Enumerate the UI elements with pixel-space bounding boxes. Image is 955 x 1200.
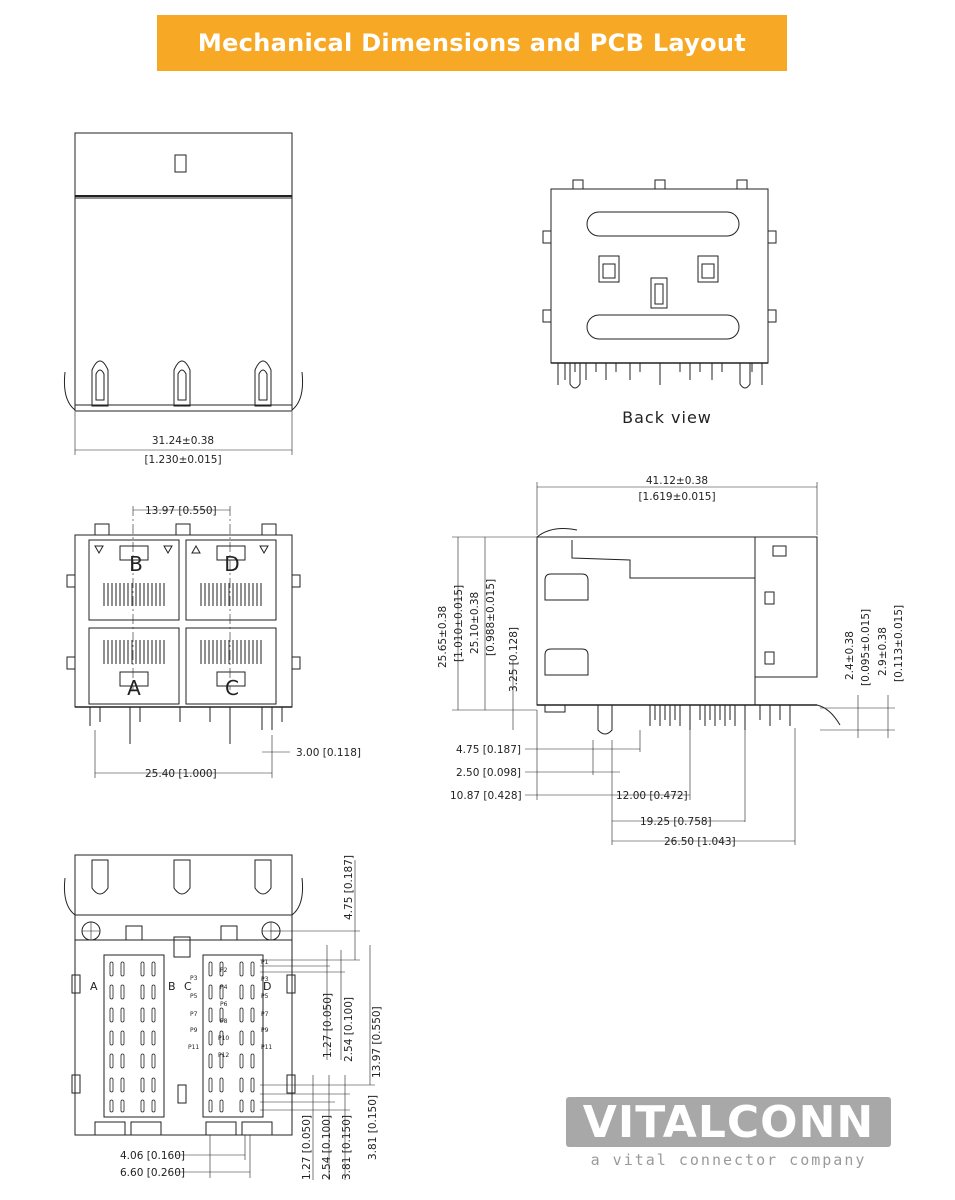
pin-mid-1: P2 [220,967,228,974]
side-tail1-in: [0.095±0.015] [860,609,872,686]
side-height1-in: [1.010±0.015] [453,585,465,662]
pin-mid-6: P12 [218,1052,229,1059]
pcb-bdim-4: 3.81 [0.150] [367,1095,379,1160]
front-pitch: 13.97 [0.550] [145,505,217,517]
pin-left-4: P9 [190,1027,198,1034]
pcb-port-b: B [168,980,176,993]
side-dim-6: 26.50 [1.043] [664,836,736,848]
pcb-vdim-3: 2.54 [0.100] [343,997,355,1062]
side-length-mm: 41.12±0.38 [646,475,708,487]
pcb-vdim-1: 4.75 [0.187] [343,855,355,920]
pin-left-3: P7 [190,1011,198,1018]
front-port-a: A [127,676,141,700]
front-right-offset: 3.00 [0.118] [296,747,361,759]
top-view: 31.24±0.38 [1.230±0.015] [64,132,303,466]
front-port-d: D [224,552,239,576]
back-view: Back view [542,179,777,427]
pin-left-5: P11 [188,1044,199,1051]
pin-mid-3: P6 [220,1001,228,1008]
side-dim-4: 12.00 [0.472] [616,790,688,802]
back-view-caption: Back view [622,408,712,427]
pcb-layout: A B C D P3 P5 P7 P9 P11 P2 P4 P6 P8 P10 … [64,854,383,1180]
pin-left-1: P3 [190,975,198,982]
side-dim-3: 10.87 [0.428] [450,790,522,802]
side-height2-in: [0.988±0.015] [485,579,497,656]
side-standoff: 3.25 [0.128] [508,627,520,692]
front-post-span: 25.40 [1.000] [145,768,217,780]
pcb-hdim-2: 6.60 [0.260] [120,1167,185,1179]
front-port-c: C [225,676,239,700]
logo-tagline: a vital connector company [590,1151,867,1169]
pin-right-6: P11 [261,1044,272,1051]
front-view: B D A C 13.97 [0.550] 25.40 [1.000] 3.00… [66,505,361,780]
side-tail2-in: [0.113±0.015] [893,605,905,682]
side-dim-5: 19.25 [0.758] [640,816,712,828]
pcb-bdim-2: 2.54 [0.100] [321,1115,333,1180]
pcb-port-c: C [184,980,192,993]
pcb-bdim-1: 1.27 [0.050] [301,1115,313,1180]
pin-right-2: P3 [261,976,269,983]
side-tail2: 2.9±0.38 [877,627,889,676]
vitalconn-logo: VITALCONN a vital connector company [566,1097,891,1169]
pin-mid-5: P10 [218,1035,229,1042]
pcb-bdim-3: 3.81 [0.150] [341,1115,353,1180]
logo-wordmark: VITALCONN [566,1097,891,1148]
side-tail1: 2.4±0.38 [844,631,856,680]
pin-mid-2: P4 [220,984,228,991]
pcb-vdim-2: 1.27 [0.050] [322,993,334,1058]
page-title: Mechanical Dimensions and PCB Layout [197,29,747,57]
front-port-b: B [129,552,143,576]
side-dim-2: 2.50 [0.098] [456,767,521,779]
side-view: 41.12±0.38 [1.619±0.015] 25.65±0.38 [1.0… [437,475,905,848]
side-dim-1: 4.75 [0.187] [456,744,521,756]
pcb-hdim-1: 4.06 [0.160] [120,1150,185,1162]
pin-right-4: P7 [261,1011,269,1018]
pcb-vdim-4: 13.97 [0.550] [371,1006,383,1078]
pin-left-2: P5 [190,993,198,1000]
side-length-in: [1.619±0.015] [638,491,715,503]
title-banner: Mechanical Dimensions and PCB Layout [157,15,787,71]
top-width-in: [1.230±0.015] [144,454,221,466]
pin-right-5: P9 [261,1027,269,1034]
pin-right-3: P5 [261,993,269,1000]
pcb-port-a: A [90,980,98,993]
pcb-port-d: D [263,980,271,993]
side-height2: 25.10±0.38 [469,592,481,654]
pin-mid-4: P8 [220,1018,228,1025]
pin-right-1: P1 [261,959,269,966]
top-width-mm: 31.24±0.38 [152,435,214,447]
side-height1: 25.65±0.38 [437,606,449,668]
